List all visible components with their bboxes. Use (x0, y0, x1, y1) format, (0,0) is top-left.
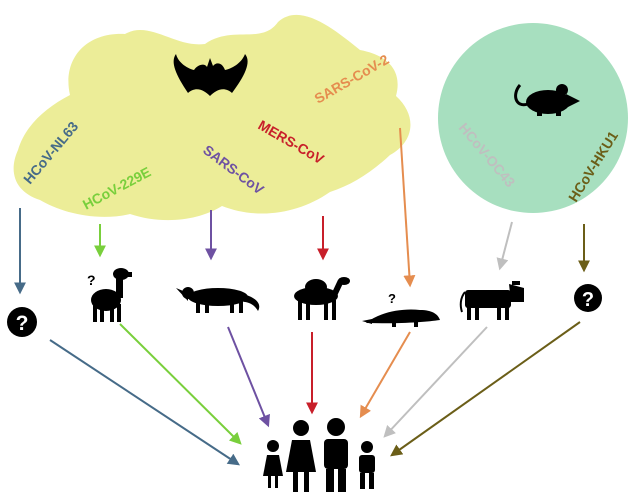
unknown-host-mark-right: ? (582, 289, 594, 311)
human-family-icon (263, 418, 375, 492)
camel-icon (294, 277, 350, 320)
civet-icon (176, 287, 260, 313)
question-circle-icon: ? (7, 307, 37, 337)
bat-reservoir-blob (13, 14, 411, 221)
alpaca-icon (91, 268, 132, 322)
arrow-alpaca-to-humans (119, 323, 242, 445)
arrow-cow-to-humans (383, 326, 488, 438)
cow-icon (459, 281, 524, 320)
pangolin-question-mark: ? (388, 291, 396, 306)
alpaca-question-mark: ? (87, 272, 96, 288)
arrow-oc43-to-cow (496, 221, 513, 271)
unknown-host-mark: ? (16, 312, 29, 335)
pangolin-icon (362, 309, 440, 327)
arrow-civet-to-humans (227, 326, 270, 428)
rat-icon (514, 84, 580, 116)
bat-icon (173, 54, 248, 96)
arrow-pangolin-to-humans (359, 331, 411, 419)
arrow-unknown-to-humans-nl63 (49, 339, 241, 466)
rodent-reservoir-circle (438, 23, 628, 213)
arrow-sars2-to-pangolin (399, 127, 416, 288)
arrow-unknown-to-humans-hku1 (390, 321, 581, 457)
question-circle-icon: ? (574, 284, 602, 312)
